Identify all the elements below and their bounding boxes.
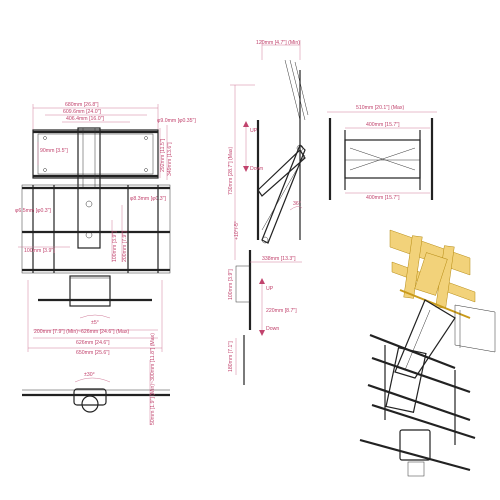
base-column xyxy=(69,275,111,307)
slot-90-label: 90mm [3.5"] xyxy=(40,148,68,154)
right-view-bracket xyxy=(344,139,421,179)
height-349-label: 349mm [13.6"] xyxy=(167,142,173,176)
dim-200-vert-label: 200mm [7.9"] xyxy=(122,231,128,262)
dim-100-side-label: 100mm [3.9"] xyxy=(228,269,234,300)
tilt-angle-label: ±5° xyxy=(91,320,99,326)
swivel-label: ±30° xyxy=(84,372,95,378)
down-label: Down xyxy=(250,166,263,172)
down-label-2: Down xyxy=(266,326,279,332)
width-400-top-label: 400mm [15.7"] xyxy=(366,122,400,128)
right-view: 510mm [20.1"] (Max) 400mm [15.7"] 400mm … xyxy=(327,105,437,201)
wall-plate-outline xyxy=(21,184,171,274)
front-view: 680mm [26.8"] 609.6mm [24.0"] 406.4mm [1… xyxy=(15,102,196,356)
height-292-label: 292mm [11.5"] xyxy=(160,138,166,172)
side-arm-upper xyxy=(261,143,306,244)
range-200-626-label: 200mm [7.9"] (Min)~626mm [24.6"] (Max) xyxy=(34,329,129,335)
iso-base-column xyxy=(399,429,431,461)
ghost-tv xyxy=(454,304,496,353)
width-406-label: 406.4mm [16.0"] xyxy=(66,116,104,122)
swivel-joint xyxy=(73,388,107,406)
width-626-label: 626mm [24.6"] xyxy=(76,340,110,346)
bottom-view: ±30° 50mm [1.9"] (Min)~300mm [11.8"] (Ma… xyxy=(22,333,170,425)
dim-100-vert-label: 100mm [3.9"] xyxy=(112,231,118,262)
dim-180-label: 180mm [7.1"] xyxy=(228,341,234,372)
center-plate xyxy=(77,127,101,189)
height-range-label: 50mm [1.9"] (Min)~300mm [11.8"] (Max) xyxy=(150,333,156,425)
width-510-label: 510mm [20.1"] (Max) xyxy=(356,105,405,111)
depth-338-label: 338mm [13.3"] xyxy=(262,256,296,262)
width-680-label: 680mm [26.8"] xyxy=(65,102,99,108)
isometric-view xyxy=(359,229,496,477)
iso-arm xyxy=(394,299,456,379)
hole-65-label: φ6.5mm [φ0.3"] xyxy=(15,208,52,214)
up-label-2: UP xyxy=(266,286,274,292)
iso-center-plate xyxy=(385,347,427,413)
hole-large-label: φ9.0mm [φ0.35"] xyxy=(157,118,196,124)
angle-36-label: 36° xyxy=(293,201,301,207)
width-400-bottom-label: 400mm [15.7"] xyxy=(366,195,400,201)
width-609-label: 609.6mm [24.0"] xyxy=(63,109,101,115)
offset-120-label: 120mm [4.7"] (Min) xyxy=(256,40,300,46)
arm-column xyxy=(77,187,101,249)
dim-100-left-label: 100mm [3.9"] xyxy=(24,248,55,254)
up-label: UP xyxy=(250,128,258,134)
side-arm-lower xyxy=(257,149,306,197)
height-730-label: 730mm [28.7"] (Max) xyxy=(228,146,234,195)
hole-small-label: φ8.3mm [φ0.3"] xyxy=(130,196,167,202)
side-view: 120mm [4.7"] (Min) 730mm [28.7"] (Max) U… xyxy=(228,40,309,385)
travel-220-label: 220mm [8.7"] xyxy=(266,308,297,314)
tilt-small-label: +10°/-5° xyxy=(234,221,240,240)
tv-bracket-frame xyxy=(32,129,159,179)
width-650-label: 650mm [25.6"] xyxy=(76,350,110,356)
